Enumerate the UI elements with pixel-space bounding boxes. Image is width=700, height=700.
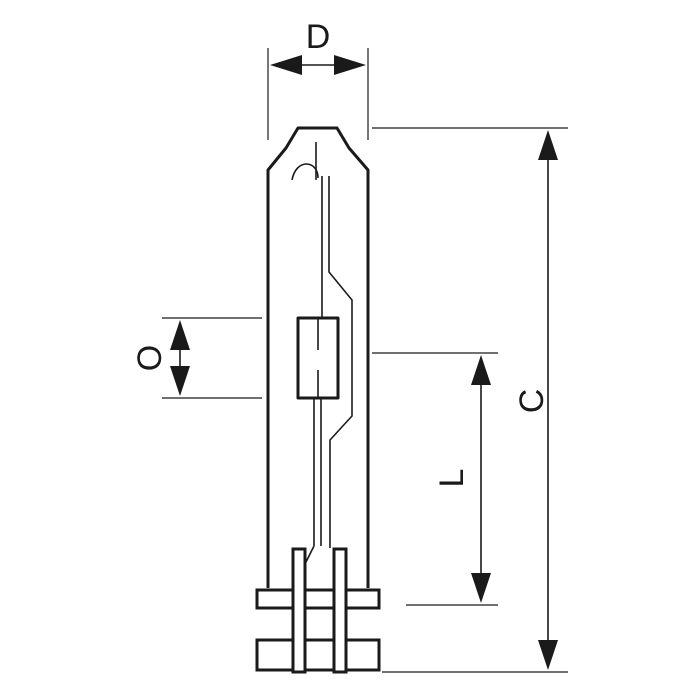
lamp-tube-outline: [266, 126, 370, 588]
label-d: D: [306, 18, 331, 56]
label-l: L: [433, 469, 471, 488]
c-arrow-top-icon: [538, 130, 558, 160]
label-c: C: [513, 389, 551, 414]
l-arrow-bottom-icon: [471, 573, 491, 603]
c-arrow-bottom-icon: [538, 640, 558, 670]
d-arrow-left-icon: [270, 55, 302, 75]
lower-base-plate: [255, 638, 381, 672]
label-o: O: [131, 345, 169, 371]
o-arrow-top-icon: [170, 320, 190, 350]
contact-pin-right: [332, 547, 348, 674]
contact-pin-left: [291, 547, 307, 674]
upper-lead-hook: [291, 163, 319, 181]
lead-wire-bend: [305, 545, 315, 563]
side-support-wire: [328, 176, 353, 548]
l-arrow-top-icon: [471, 355, 491, 385]
d-arrow-right-icon: [334, 55, 366, 75]
o-arrow-bottom-icon: [170, 366, 190, 396]
upper-base-plate: [255, 588, 381, 610]
